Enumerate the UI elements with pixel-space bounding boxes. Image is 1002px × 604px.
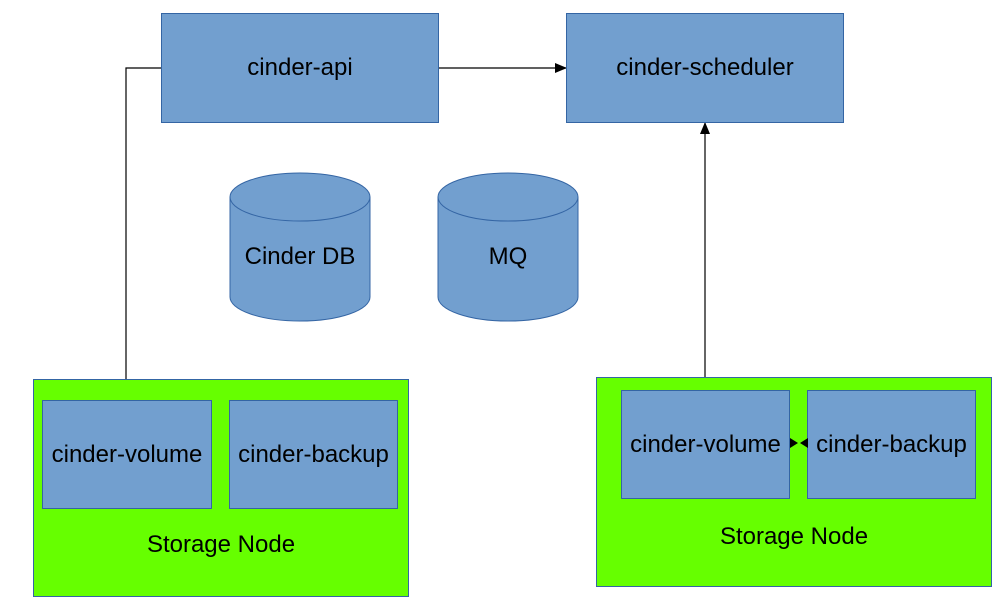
storage-node-label: Storage Node (719, 523, 869, 550)
cinder-db-label: Cinder DB (244, 243, 356, 270)
cinder-backup-label: cinder-backup (238, 440, 389, 468)
cinder-db-cylinder: Cinder DB (229, 172, 371, 322)
cinder-backup-box: cinder-backup (807, 390, 976, 499)
connector-api-to-volume (121, 67, 162, 399)
cinder-backup-box: cinder-backup (229, 400, 398, 509)
storage-node-2: cinder-volume cinder-backup Storage Node (596, 377, 992, 587)
volume-backup-connector (790, 438, 808, 448)
cylinder-shape (437, 172, 579, 322)
cylinder-shape (229, 172, 371, 322)
cinder-volume-box: cinder-volume (42, 400, 212, 509)
mq-label: MQ (488, 243, 528, 270)
cinder-volume-label: cinder-volume (51, 440, 203, 468)
storage-node-1: cinder-volume cinder-backup Storage Node (33, 379, 409, 597)
cinder-api-label: cinder-api (247, 54, 353, 81)
cinder-scheduler-label: cinder-scheduler (616, 54, 794, 81)
mq-cylinder: MQ (437, 172, 579, 322)
cinder-volume-box: cinder-volume (621, 390, 790, 499)
cinder-backup-label: cinder-backup (816, 430, 967, 458)
cinder-volume-label: cinder-volume (630, 430, 781, 458)
storage-node-label: Storage Node (146, 531, 296, 558)
cinder-scheduler-box: cinder-scheduler (566, 13, 844, 123)
cinder-api-box: cinder-api (161, 13, 439, 123)
